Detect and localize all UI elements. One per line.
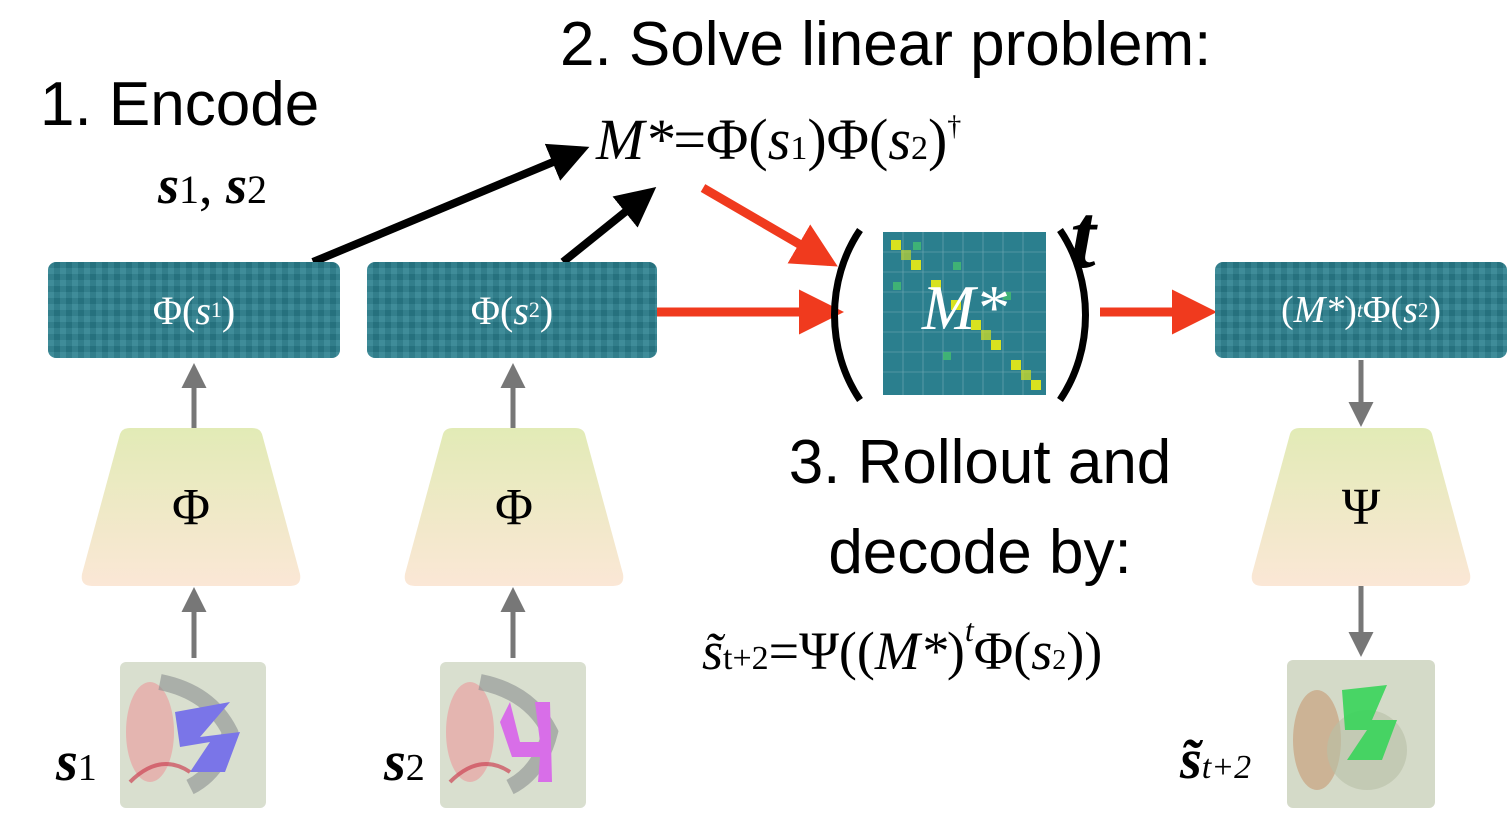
solve-lhs: M*	[596, 107, 674, 172]
encoder-phi-2-shape	[404, 428, 624, 586]
solve-eq: =Φ(	[673, 107, 768, 172]
matrix-m-star: M*	[883, 232, 1046, 395]
decode-rhs-c: Φ(	[973, 621, 1032, 681]
step-rollout-title-1: 3. Rollout and	[788, 428, 1172, 497]
encode-var-b-sub: 2	[247, 167, 268, 212]
decode-t: t	[964, 612, 974, 648]
solve-s1-sub: 1	[790, 130, 808, 167]
step-solve-title: 2. Solve linear problem:	[560, 10, 1212, 79]
decoder-psi-shape	[1251, 428, 1471, 586]
step-encode-title: 1. Encode	[40, 70, 320, 139]
solve-dagger: †	[947, 111, 962, 142]
solve-s2: s	[888, 107, 911, 172]
encode-var-a-sub: 1	[179, 167, 200, 212]
matrix-power-t: t	[1070, 185, 1096, 287]
encoder-phi-2-symbol: Φ	[494, 478, 533, 536]
decode-s-sub: 2	[1052, 645, 1067, 676]
label-s1-var: s	[56, 731, 78, 793]
decode-lhs: s̃	[702, 621, 724, 681]
input-image-s2	[440, 662, 586, 808]
label-s1: s1	[56, 730, 97, 794]
matrix-label: M*	[921, 272, 1008, 343]
encoder-phi-1: Φ	[80, 428, 302, 586]
decode-m: M*	[874, 621, 947, 681]
encoder-phi-1-symbol: Φ	[171, 478, 210, 536]
solve-s2-sub: 2	[910, 130, 928, 167]
decoder-psi-symbol: Ψ	[1341, 478, 1381, 536]
matrix-parentheses	[831, 228, 1089, 402]
encode-sep: ,	[199, 155, 227, 215]
input-image-s1-art	[120, 662, 266, 808]
step-rollout-title-2: decode by:	[828, 518, 1132, 587]
decode-rhs-a: =Ψ((	[768, 621, 875, 681]
encoder-phi-2: Φ	[403, 428, 625, 586]
decode-s: s	[1031, 621, 1053, 681]
decoder-psi: Ψ	[1250, 428, 1472, 586]
input-image-s2-art	[440, 662, 586, 808]
encode-variables: s1, s2	[158, 154, 267, 216]
label-s2-var: s	[384, 731, 406, 793]
decode-rhs-b: )	[946, 621, 965, 681]
label-s2: s2	[384, 730, 425, 794]
arrow-solve-to-matrix	[700, 184, 838, 267]
solve-close: )	[927, 107, 948, 172]
decode-equation: s̃t+2=Ψ((M*)tΦ(s2))	[702, 612, 1102, 682]
encoder-phi-1-shape	[81, 428, 301, 586]
label-pred: s̃t+2	[1180, 728, 1251, 792]
label-s2-sub: 2	[405, 747, 425, 789]
label-pred-sub: t+2	[1201, 749, 1252, 786]
input-image-s1	[120, 662, 266, 808]
decode-rhs-d: ))	[1066, 621, 1103, 681]
encode-var-b: s	[226, 155, 248, 215]
solve-s1: s	[767, 107, 791, 172]
solve-mid: )Φ(	[807, 107, 889, 172]
matrix-heatmap	[883, 232, 1046, 395]
arrow-phi-s2-to-solve	[560, 186, 657, 266]
arrow-phi-s1-to-solve	[311, 143, 590, 266]
decode-lhs-sub: t+2	[723, 640, 769, 677]
predicted-image-art	[1287, 660, 1435, 808]
solve-equation: M*=Φ(s1)Φ(s2)†	[596, 106, 961, 173]
label-pred-var: s̃	[1180, 729, 1202, 791]
encode-var-a: s	[158, 155, 180, 215]
label-s1-sub: 1	[77, 747, 97, 789]
predicted-image	[1287, 660, 1435, 808]
